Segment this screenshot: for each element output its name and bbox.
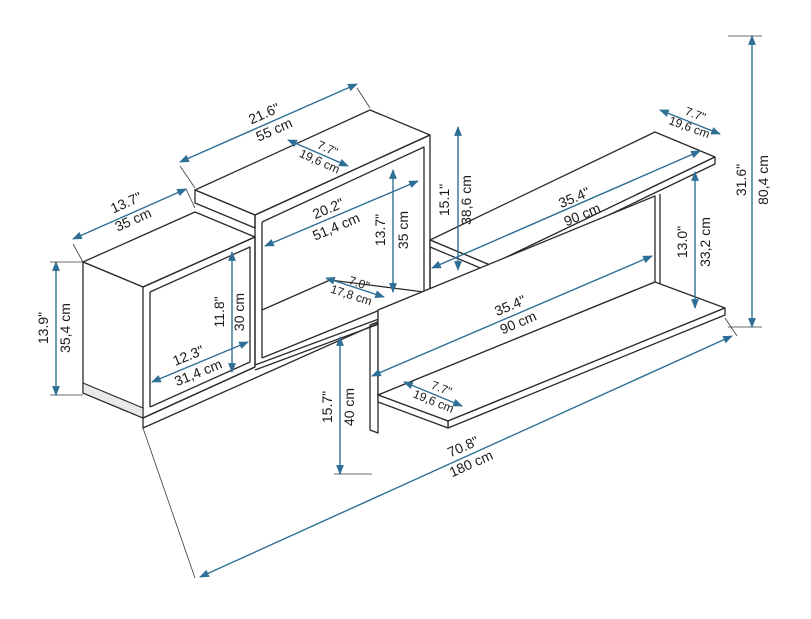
label-shelf-spacing-metric: 33,2 cm xyxy=(697,217,713,267)
dim-line-right-unit-width xyxy=(72,188,187,240)
label-post-height-metric: 40 cm xyxy=(341,388,357,426)
label-post-height-imperial: 15.7" xyxy=(319,391,335,423)
dim-line-top-shelf-depth xyxy=(659,109,721,135)
dim-line-overall-width xyxy=(199,335,733,578)
label-gap-height-metric: 38,6 cm xyxy=(458,175,474,225)
label-gap-height-imperial: 15.1" xyxy=(436,184,452,216)
label-top-shelf-depth-imperial: 7.7" xyxy=(683,104,707,124)
label-right-unit-height-metric: 35,4 cm xyxy=(57,303,73,353)
dim-line-middle-unit-depth xyxy=(287,139,349,167)
label-middle-unit-inner-depth-imperial: 7.0" xyxy=(347,273,371,293)
dim-line-middle-unit-width xyxy=(179,83,358,163)
label-shelf-spacing-imperial: 13.0" xyxy=(674,226,690,258)
label-middle-unit-inner-height-imperial: 13.7" xyxy=(372,214,388,246)
left-cube-unit xyxy=(82,211,256,419)
label-overall-height-metric: 80,4 cm xyxy=(755,155,771,205)
dimension-lines xyxy=(50,35,762,579)
label-middle-unit-inner-height-metric: 35 cm xyxy=(395,211,411,249)
dim-line-top-shelf-length xyxy=(431,150,701,269)
label-right-unit-inner-height-imperial: 11.8" xyxy=(211,296,227,327)
label-right-unit-height-imperial: 13.9" xyxy=(35,312,51,344)
label-overall-height-imperial: 31.6" xyxy=(733,164,749,196)
label-right-unit-inner-height-metric: 30 cm xyxy=(231,293,247,331)
